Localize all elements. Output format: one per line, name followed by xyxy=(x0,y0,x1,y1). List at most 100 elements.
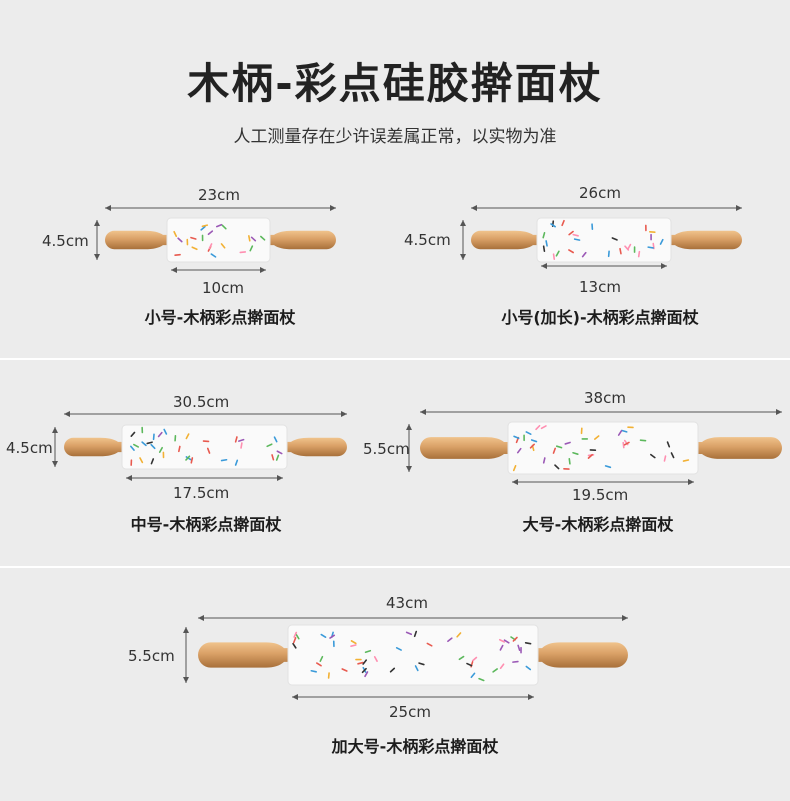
sprinkle-dot xyxy=(529,443,535,449)
barrel-length-label: 10cm xyxy=(202,279,244,297)
sprinkle-dot xyxy=(647,246,654,249)
sprinkle-dot xyxy=(234,436,238,443)
diameter-label: 4.5cm xyxy=(42,232,89,250)
sprinkle-dot xyxy=(389,667,396,673)
sprinkle-dot xyxy=(130,431,136,438)
right-wooden-handle xyxy=(270,230,337,250)
total-length-label: 43cm xyxy=(386,594,428,612)
product-name: 小号(加长)-木柄彩点擀面杖 xyxy=(501,308,699,327)
sprinkle-dot xyxy=(139,457,144,464)
diameter-dimension-line xyxy=(94,220,100,260)
product-name: 小号-木柄彩点擀面杖 xyxy=(144,308,296,327)
sprinkle-dot xyxy=(458,655,465,661)
sprinkle-dot xyxy=(503,639,510,644)
sprinkle-dot xyxy=(295,633,300,640)
sprinkle-dot xyxy=(185,433,190,440)
diameter-label: 5.5cm xyxy=(128,647,175,665)
sprinkle-dot xyxy=(525,665,532,671)
sprinkle-dot xyxy=(177,237,183,243)
sprinkle-dot xyxy=(250,236,257,242)
sprinkle-dot xyxy=(663,455,667,462)
sprinkle-dot xyxy=(320,633,327,639)
page-title: 木柄-彩点硅胶擀面杖 xyxy=(187,59,603,108)
sprinkle-dot xyxy=(249,245,254,252)
sprinkle-dot xyxy=(594,435,600,440)
sprinkle-dot xyxy=(141,441,147,447)
diameter-dimension-line xyxy=(460,220,466,260)
sprinkle-dot xyxy=(215,223,223,228)
sprinkle-dot xyxy=(525,431,532,435)
sprinkle-dot xyxy=(555,250,560,257)
sprinkle-dot xyxy=(572,233,579,237)
sprinkle-dot xyxy=(210,253,217,258)
sprinkle-dot xyxy=(617,430,623,436)
sprinkle-dot xyxy=(364,649,372,654)
sprinkle-dot xyxy=(275,454,280,461)
sprinkle-dot xyxy=(234,459,239,466)
sprinkle-dot xyxy=(535,424,541,431)
page-subtitle: 人工测量存在少许误差属正常，以实物为准 xyxy=(233,127,557,147)
sprinkle-dot xyxy=(611,237,618,241)
sprinkle-dot xyxy=(550,223,556,228)
sprinkle-dot xyxy=(627,243,632,250)
sprinkle-dot xyxy=(178,445,181,453)
diameter-dimension-line xyxy=(52,427,58,467)
sprinkle-dot xyxy=(405,631,413,636)
sprinkle-dot xyxy=(293,631,298,638)
sprinkle-dot xyxy=(157,431,163,438)
sprinkle-dot xyxy=(373,656,378,662)
sprinkle-dot xyxy=(329,634,336,639)
sprinkle-dot xyxy=(499,663,505,670)
silicone-barrel xyxy=(287,624,539,686)
sprinkle-dot xyxy=(573,238,581,241)
product-name: 大号-木柄彩点擀面杖 xyxy=(522,515,674,534)
sprinkle-dot xyxy=(190,457,194,464)
sprinkle-dot xyxy=(418,662,425,666)
right-wooden-handle xyxy=(538,642,628,668)
sprinkle-dot xyxy=(604,465,612,469)
right-wooden-handle xyxy=(698,437,783,459)
sprinkle-dot xyxy=(146,441,153,445)
sprinkle-dot xyxy=(619,247,622,255)
sprinkle-dot xyxy=(207,230,214,236)
section-divider-1 xyxy=(0,358,790,360)
product-name: 中号-木柄彩点擀面杖 xyxy=(130,515,282,534)
total-length-dimension-line xyxy=(105,205,336,211)
sprinkle-dot xyxy=(552,253,556,260)
sprinkle-dot xyxy=(271,454,275,461)
diameter-dimension-line xyxy=(183,627,189,683)
sprinkle-dot xyxy=(310,669,317,673)
sprinkle-dot xyxy=(561,219,565,227)
sprinkle-dot xyxy=(498,638,506,643)
sprinkle-dot xyxy=(568,249,574,254)
sprinkle-dot xyxy=(413,630,418,638)
left-wooden-handle xyxy=(420,437,508,459)
sprinkle-dot xyxy=(350,640,357,645)
sprinkle-dot xyxy=(130,445,135,451)
sprinkle-dot xyxy=(221,224,227,230)
sprinkle-dot xyxy=(395,646,402,651)
sprinkle-dot xyxy=(361,667,367,674)
sprinkle-dot xyxy=(512,464,517,472)
sprinkle-dot xyxy=(191,246,198,251)
sprinkle-dot xyxy=(266,443,273,448)
sprinkle-dot xyxy=(682,459,690,462)
sprinkle-dot xyxy=(190,236,197,240)
sprinkle-dot xyxy=(362,659,368,665)
left-wooden-handle xyxy=(198,642,288,668)
sprinkle-dot xyxy=(220,243,226,249)
barrel-length-dimension-line xyxy=(541,263,667,269)
barrel-length-label: 17.5cm xyxy=(173,484,230,502)
sprinkle-dot xyxy=(499,644,504,651)
sprinkle-dot xyxy=(542,245,546,252)
total-length-label: 26cm xyxy=(579,184,621,202)
total-length-dimension-line xyxy=(64,411,347,417)
sprinkle-dot xyxy=(623,441,630,446)
sprinkle-dot xyxy=(478,677,485,682)
sprinkle-dot xyxy=(670,452,675,459)
right-wooden-handle xyxy=(671,230,743,250)
sprinkle-dot xyxy=(512,636,518,642)
